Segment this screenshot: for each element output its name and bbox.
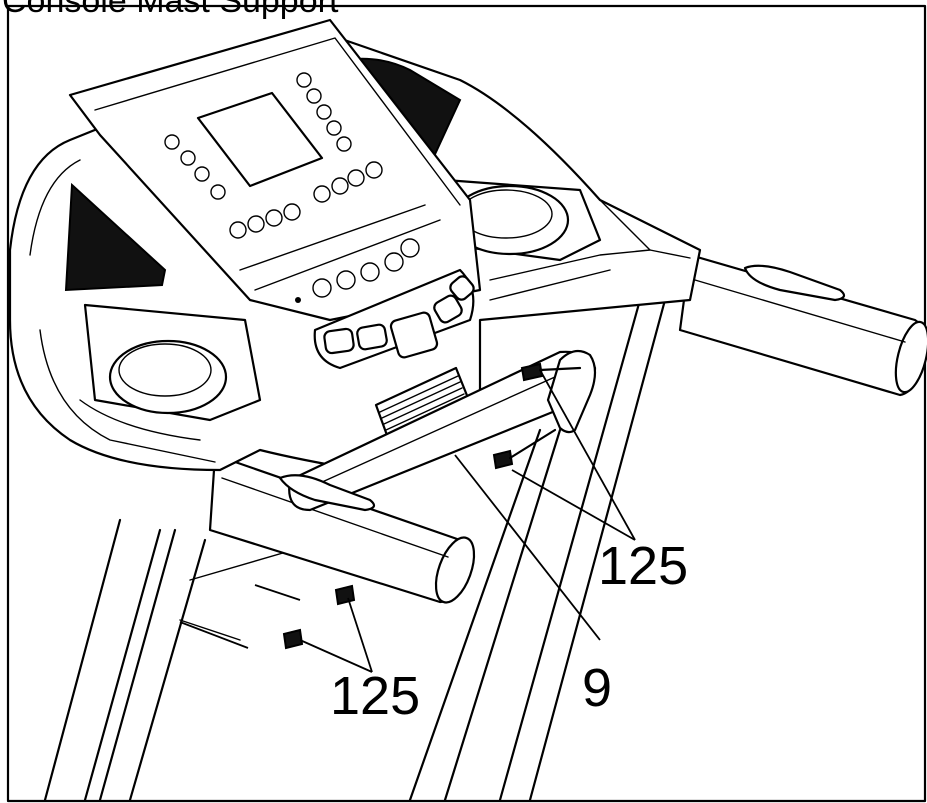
callout-125-upper: 125	[598, 536, 688, 596]
right-upright	[408, 298, 667, 802]
front-button-cluster	[313, 268, 475, 370]
console-face	[68, 18, 482, 322]
bolt-upper-2	[492, 449, 514, 470]
diagram-frame	[6, 4, 927, 803]
keys-top-right	[296, 72, 352, 152]
left-handlebar	[208, 453, 476, 604]
bolt-lower-2	[282, 628, 304, 650]
bolt-lower-1	[334, 584, 356, 606]
right-handlebar	[678, 253, 927, 397]
left-cup-holder	[83, 303, 262, 422]
right-cup-holder	[443, 178, 602, 262]
left-upright	[43, 518, 207, 802]
left-speaker-panel	[64, 182, 167, 292]
lcd-display	[196, 91, 324, 188]
keys-middle-row	[229, 161, 383, 239]
keys-left-column	[164, 134, 226, 200]
keys-lower-row	[295, 238, 420, 303]
console-mast-support	[278, 349, 597, 512]
bolt-upper-1	[520, 362, 544, 382]
diagram-title: Console Mast Support	[2, 0, 339, 20]
console-keys	[164, 72, 420, 303]
leader-lines	[179, 369, 636, 673]
callout-9: 9	[582, 658, 612, 718]
bolts	[282, 362, 582, 650]
callout-125-lower: 125	[330, 666, 420, 726]
